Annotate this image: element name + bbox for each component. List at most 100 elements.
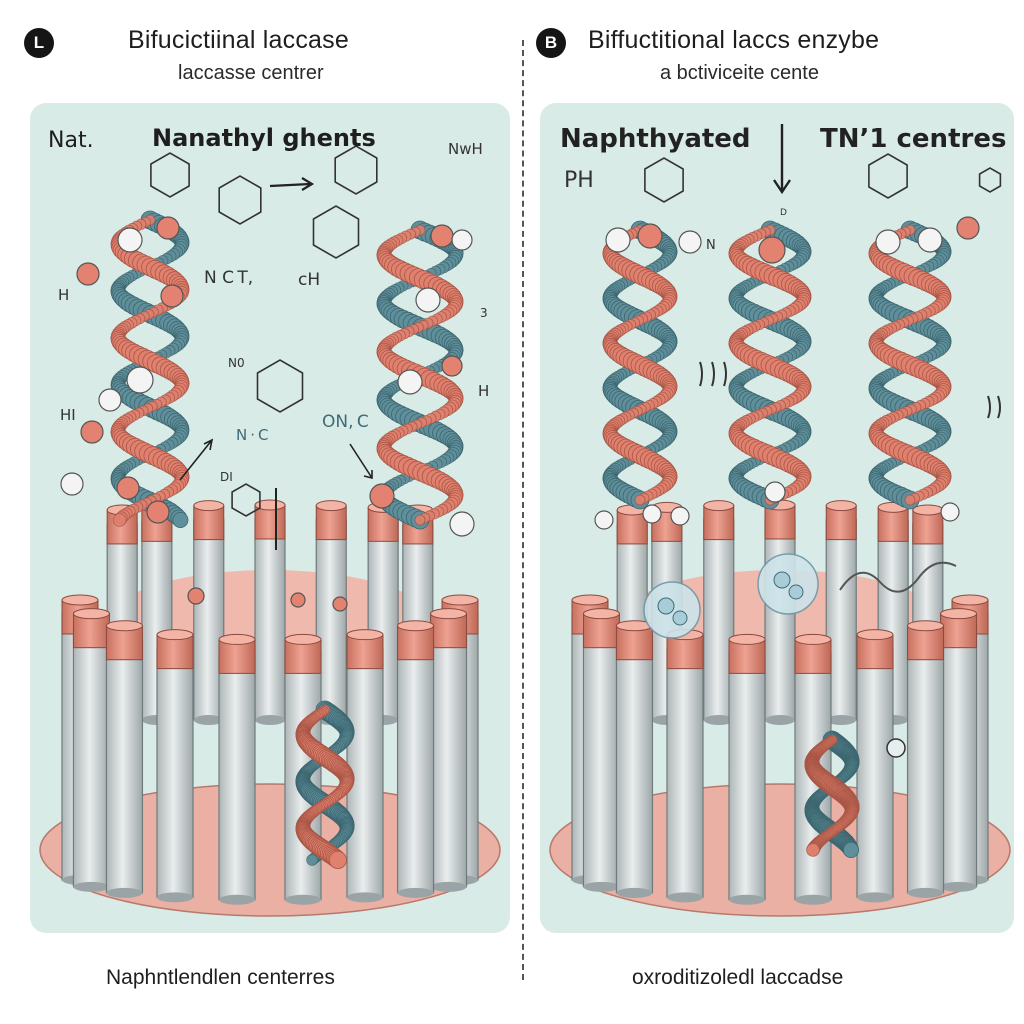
panel-a-atom-6 [80, 420, 104, 444]
panel-a-label-main: Nanathyl ghents [152, 124, 376, 152]
panel-a-back-cylinder-1-foot [193, 715, 224, 725]
panel-b-back-cylinder-0-foot [765, 715, 795, 725]
panel-a-atom-14 [441, 355, 463, 377]
panel-a-front-cylinder-3-foot [73, 881, 110, 892]
panel-b-front-cylinder-5-cap [615, 625, 653, 661]
panel-a-title: Bifucictiinal laccase [128, 26, 349, 54]
panel-b-label-ph: PH [564, 168, 594, 193]
panel-a-label-nc: N · C [236, 426, 269, 444]
panel-a-front-cylinder-0-cap-top [441, 594, 479, 606]
panel-b-atom-5 [917, 227, 943, 253]
panel-b-front-cylinder-9-cap [728, 638, 766, 674]
panel-a-helix-1-bead [112, 513, 127, 527]
panel-b-label-d: D [780, 208, 787, 218]
panel-a-atom-2 [76, 262, 100, 286]
panel-b-small-molecule [886, 738, 906, 758]
panel-a-label-h-right: H [478, 382, 490, 400]
panel-a-atom-5 [98, 388, 122, 412]
panel-a-atom-7 [60, 472, 84, 496]
panel-b-active-atom2-0 [672, 610, 688, 626]
panel-a-front-cylinder-5-cap-top [105, 620, 143, 632]
panel-a-atom-1 [156, 216, 180, 240]
panel-b-label-naphthyated: Naphthyated [560, 124, 751, 154]
panel-a-label-n0: N0 [228, 356, 245, 370]
panel-a-front-cylinder-8-cap-top [284, 633, 322, 645]
panel-b-molecule-ring-2 [978, 167, 1002, 193]
panel-a-arrow-left [179, 438, 214, 481]
panel-a-back-cylinder-0-body [254, 518, 286, 721]
panel-a-label-nwh: NwH [448, 140, 483, 158]
panel-a-atom-17 [187, 587, 205, 605]
panel-b-helix-4-bead [806, 843, 820, 857]
panel-b-back-cylinder-5-cap [912, 509, 944, 545]
panel-a-front-cylinder-7-foot [157, 892, 193, 903]
panel-b-footer: oxroditizoledl laccadse [632, 966, 844, 989]
panel-a-arrow-top [269, 177, 315, 191]
panel-a-back-cylinder-2-cap [315, 505, 347, 541]
panel-a-front-cylinder-5-foot [106, 887, 143, 898]
panel-a-front-cylinder-6-cap-top [346, 629, 384, 641]
panel-b-back-cylinder-1-cap [703, 505, 735, 541]
panel-b-front-cylinder-2-cap-top [940, 608, 978, 620]
panel-b-front-cylinder-4-foot [907, 887, 944, 898]
panel-a-back-cylinder-1-cap-top [193, 500, 225, 512]
panel-b-helix-4-bead [843, 842, 860, 859]
panel-b-atom-11 [940, 502, 960, 522]
panel-b-front-cylinder-1-cap-top [571, 594, 609, 606]
panel-a-label-three: 3 [480, 306, 488, 320]
panel-b-molecule-ring-0 [644, 157, 684, 203]
panel-a-atom-19 [332, 596, 348, 612]
panel-a-front-cylinder-3-cap [72, 613, 110, 649]
panel-b-front-cylinder-6-foot [857, 892, 893, 903]
panel-a-front-cylinder-7-cap [156, 634, 194, 670]
panel-a-atom-15 [369, 483, 395, 509]
panel-a-atom-8 [116, 476, 140, 500]
panel-b-chain [839, 561, 957, 593]
panel-a-label-ch: cH [298, 270, 321, 290]
panel-b-front-cylinder-4-cap-top [907, 620, 945, 632]
panel-a-atom-3 [160, 284, 184, 308]
panel-a-base-disc [39, 783, 501, 917]
panel-divider [522, 40, 524, 980]
panel-b-helix-1-bead [634, 494, 646, 506]
panel-b-front-cylinder-8-cap-top [794, 633, 832, 645]
panel-a-helix-2-bead [414, 514, 426, 526]
panel-b-front-cylinder-7-body [666, 648, 704, 898]
panel-a-atom-9 [146, 500, 170, 524]
panel-a-molecule-ring-0 [150, 152, 190, 198]
panel-b-front-cylinder-5-foot [616, 887, 653, 898]
panel-b-atom-1 [637, 223, 663, 249]
panel-a-front-cylinder-2-cap-top [430, 608, 468, 620]
panel-a-front-cylinder-6-foot [347, 892, 383, 903]
panel-b-front-cylinder-5-body [615, 639, 654, 894]
panel-b-label-tn-centres: TN’1 centres [820, 124, 1007, 154]
panel-a-label-h-left: H [58, 286, 70, 304]
panel-b-back-cylinder-0-body [764, 518, 796, 721]
panel-b-front-cylinder-2-cap [940, 613, 978, 649]
panel-b-back-cylinder-2-cap-top [825, 500, 857, 512]
panel-b-front-cylinder-9-body [728, 652, 766, 901]
panel-a-atom-18 [290, 592, 306, 608]
panel-a-back-cylinder-0-foot [255, 715, 285, 725]
panel-a-front-cylinder-8-foot [284, 894, 321, 905]
panel-a-atom-4 [126, 366, 154, 394]
panel-b-badge: B [536, 28, 566, 58]
panel-a-front-cylinder-6-cap [346, 634, 384, 670]
panel-b-back-cylinder-5-cap-top [912, 504, 944, 516]
panel-b-atom-4 [875, 229, 901, 255]
panel-a-front-cylinder-2-foot [430, 881, 467, 892]
panel-b-active-atom2-1 [788, 584, 804, 600]
panel-a-atom-10 [430, 224, 454, 248]
panel-b-atom-8 [594, 510, 614, 530]
panel-b-front-cylinder-7-foot [667, 892, 703, 903]
panel-a-back-cylinder-1-cap [193, 505, 225, 541]
panel-b-base-disc [549, 783, 1011, 917]
panel-b-back-cylinder-2-foot [826, 715, 857, 725]
panel-b-wavy-marks-right [987, 395, 1001, 419]
panel-a-front-cylinder-5-body [105, 639, 144, 894]
panel-a-front-cylinder-8-cap [284, 638, 322, 674]
panel-a-atom-11 [451, 229, 473, 251]
panel-a-atom-0 [117, 227, 143, 253]
panel-b-front-cylinder-6-cap-top [856, 629, 894, 641]
panel-a-front-cylinder-5-cap [105, 625, 143, 661]
